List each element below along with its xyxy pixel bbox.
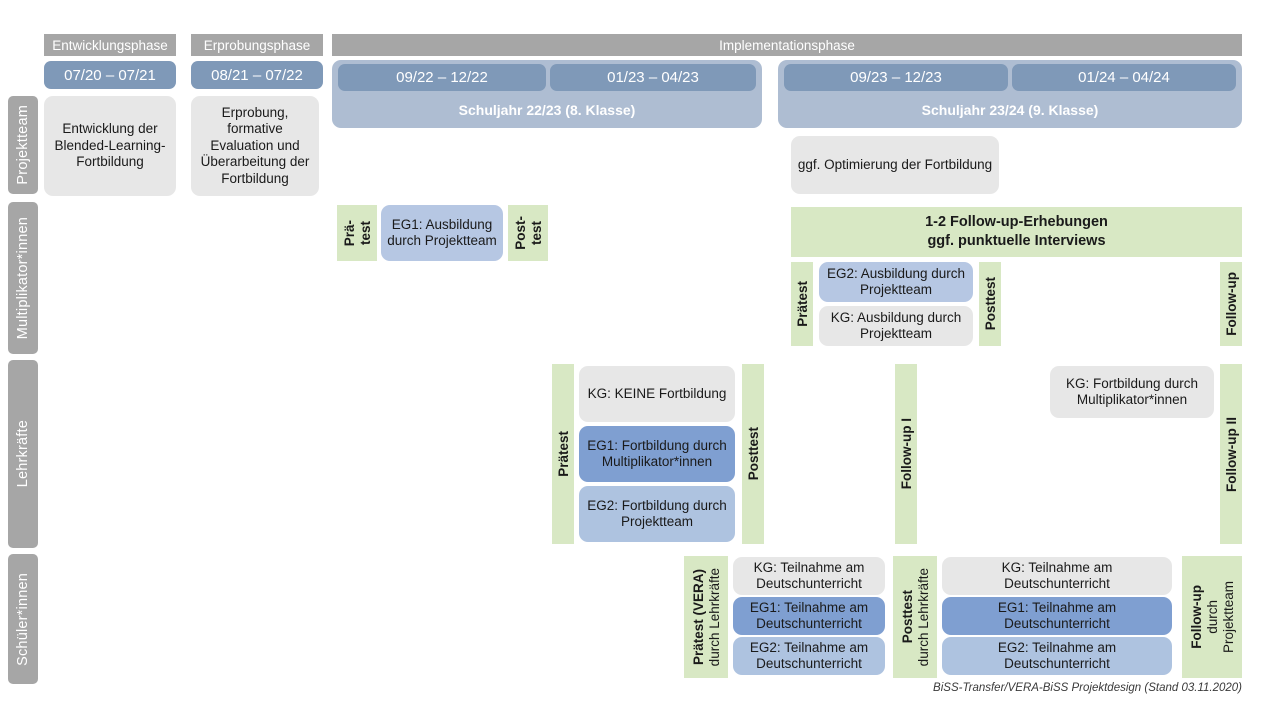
followup-band-line2: ggf. punktuelle Interviews xyxy=(927,233,1106,249)
school-year-label-2324: Schuljahr 23/24 (9. Klasse) xyxy=(921,102,1099,118)
phase-header-entwicklung: Entwicklungsphase xyxy=(44,34,176,56)
school-year-group-2324: 09/23 – 12/23 01/24 – 04/24 Schuljahr 23… xyxy=(778,60,1242,128)
period-chip-0124-0424: 01/24 – 04/24 xyxy=(1012,64,1236,91)
schueler-followup-bold: Follow-up xyxy=(1188,585,1204,649)
mult-praetest-line2: test xyxy=(357,220,373,245)
mult-posttest2-band: Posttest xyxy=(979,262,1001,346)
period-label: 09/22 – 12/22 xyxy=(396,69,488,86)
schueler-posttest-sub: durch Lehrkräfte xyxy=(915,567,931,667)
lane-lehrkraefte: Lehrkräfte xyxy=(8,360,38,548)
lane-projektteam: Projektteam xyxy=(8,96,38,194)
schueler-right-eg2-box: EG2: Teilnahme am Deutschunterricht xyxy=(942,637,1172,675)
mult-praetest-band: Prä- test xyxy=(337,205,377,261)
mult-kg-box: KG: Ausbildung durch Projektteam xyxy=(819,306,973,346)
phase-label: Implementationsphase xyxy=(719,37,855,53)
lane-schueler: Schüler*innen xyxy=(8,554,38,684)
schueler-left-kg-box: KG: Teilnahme am Deutschunterricht xyxy=(733,557,885,595)
period-chip-0123-0423: 01/23 – 04/23 xyxy=(550,64,756,91)
phase-label: Erprobungsphase xyxy=(203,37,311,53)
mult-praetest2-band: Prätest xyxy=(791,262,813,346)
mult-posttest-line1: Post- xyxy=(512,216,528,250)
schueler-praetest-band: Prätest (VERA) durch Lehrkräfte xyxy=(684,556,728,678)
lane-label: Multiplikator*innen xyxy=(15,216,31,340)
mult-eg2-box: EG2: Ausbildung durch Projektteam xyxy=(819,262,973,302)
lane-label: Lehrkräfte xyxy=(15,420,31,488)
lehr-kg-mult-box: KG: Fortbildung durch Multiplikator*inne… xyxy=(1050,366,1214,418)
period-chip-0720-0721: 07/20 – 07/21 xyxy=(44,61,176,89)
schueler-praetest-sub: durch Lehrkräfte xyxy=(706,567,722,667)
projektteam-optimierung-box: ggf. Optimierung der Fortbildung xyxy=(791,136,999,194)
schueler-praetest-bold: Prätest (VERA) xyxy=(690,568,706,666)
lehr-kg-keine-box: KG: KEINE Fortbildung xyxy=(579,366,735,422)
lane-label: Projektteam xyxy=(15,105,31,185)
schueler-right-eg1-box: EG1: Teilnahme am Deutschunterricht xyxy=(942,597,1172,635)
school-year-label-2223: Schuljahr 22/23 (8. Klasse) xyxy=(458,102,636,118)
footer-caption: BiSS-Transfer/VERA-BiSS Projektdesign (S… xyxy=(933,682,1242,694)
lehr-followup-1-band: Follow-up I xyxy=(895,364,917,544)
lane-label: Schüler*innen xyxy=(15,572,31,666)
period-label: 07/20 – 07/21 xyxy=(64,66,156,84)
mult-posttest-line2: test xyxy=(528,220,544,245)
projektteam-entwicklung-box: Entwicklung der Blended-Learning-Fortbil… xyxy=(44,96,176,196)
lehr-posttest-band: Posttest xyxy=(742,364,764,544)
period-label: 01/23 – 04/23 xyxy=(607,69,699,86)
mult-followup-erhebungen-band: 1-2 Follow-up-Erhebungen ggf. punktuelle… xyxy=(791,207,1242,257)
lehr-eg2-box: EG2: Fortbildung durch Projektteam xyxy=(579,486,735,542)
schueler-followup-band: Follow-up durch Projektteam xyxy=(1182,556,1242,678)
schueler-left-eg1-box: EG1: Teilnahme am Deutschunterricht xyxy=(733,597,885,635)
period-chip-0923-1223: 09/23 – 12/23 xyxy=(784,64,1008,91)
followup-band-line1: 1-2 Follow-up-Erhebungen xyxy=(925,214,1108,231)
period-chip-0821-0722: 08/21 – 07/22 xyxy=(191,61,323,89)
schueler-posttest-band: Posttest durch Lehrkräfte xyxy=(893,556,937,678)
period-label: 08/21 – 07/22 xyxy=(211,66,303,84)
lane-multiplikatoren: Multiplikator*innen xyxy=(8,202,38,354)
schueler-followup-sub1: durch xyxy=(1204,600,1220,634)
mult-followup-band: Follow-up xyxy=(1220,262,1242,346)
lehr-praetest-band: Prätest xyxy=(552,364,574,544)
schueler-left-eg2-box: EG2: Teilnahme am Deutschunterricht xyxy=(733,637,885,675)
schueler-posttest-bold: Posttest xyxy=(899,590,915,644)
mult-posttest-band: Post- test xyxy=(508,205,548,261)
phase-label: Entwicklungsphase xyxy=(52,37,168,53)
schueler-followup-sub2: Projektteam xyxy=(1220,580,1236,654)
schueler-right-kg-box: KG: Teilnahme am Deutschunterricht xyxy=(942,557,1172,595)
school-year-group-2223: 09/22 – 12/22 01/23 – 04/23 Schuljahr 22… xyxy=(332,60,762,128)
period-label: 01/24 – 04/24 xyxy=(1078,69,1170,86)
mult-praetest-line1: Prä- xyxy=(341,219,357,247)
period-label: 09/23 – 12/23 xyxy=(850,69,942,86)
phase-header-implementation: Implementationsphase xyxy=(332,34,1242,56)
projektteam-erprobung-box: Erprobung, formative Evaluation und Über… xyxy=(191,96,319,196)
lehr-eg1-box: EG1: Fortbildung durch Multiplikator*inn… xyxy=(579,426,735,482)
lehr-followup-2-band: Follow-up II xyxy=(1220,364,1242,544)
phase-header-erprobung: Erprobungsphase xyxy=(191,34,323,56)
mult-eg1-box: EG1: Ausbildung durch Projektteam xyxy=(381,205,503,261)
period-chip-0922-1222: 09/22 – 12/22 xyxy=(338,64,546,91)
